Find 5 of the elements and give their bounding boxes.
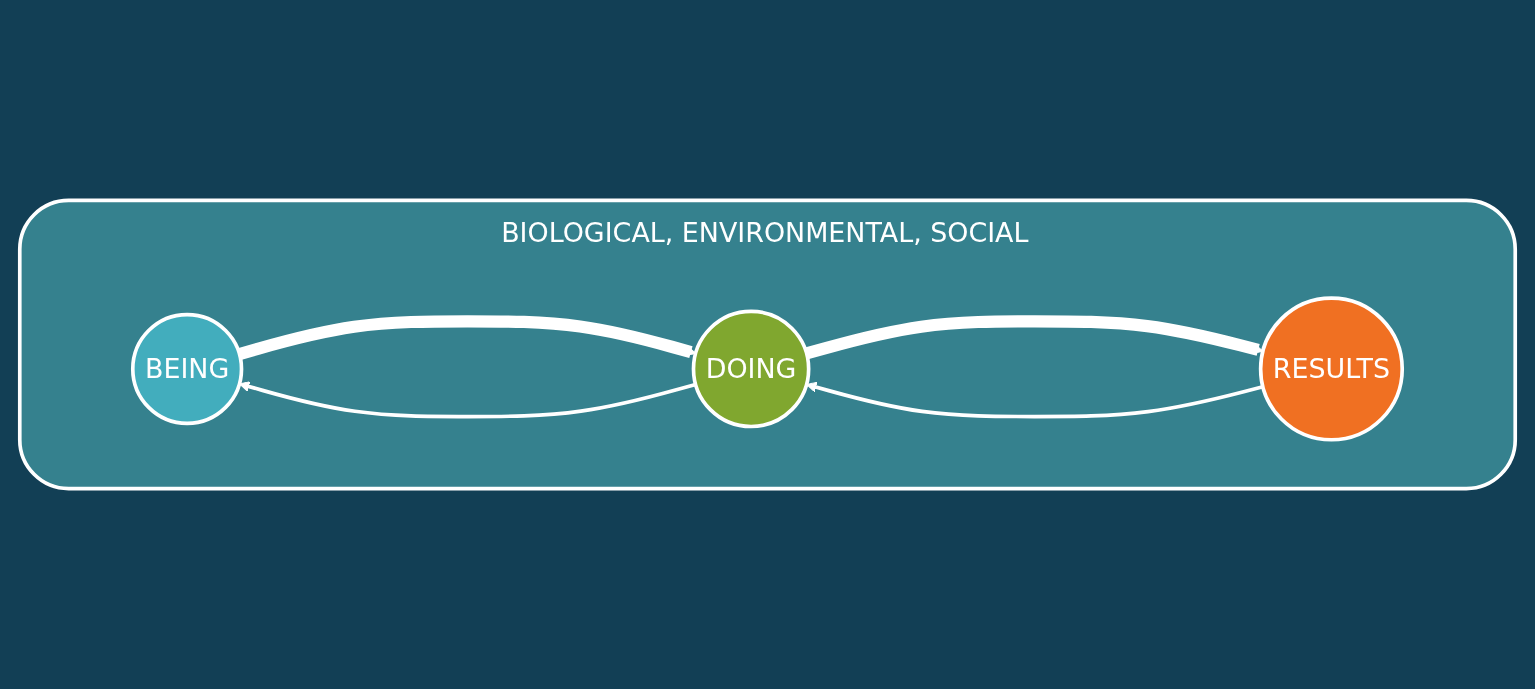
node-circle (1258, 296, 1405, 442)
arrow (237, 315, 697, 360)
node-circle (691, 309, 811, 429)
diagram: BIOLOGICAL, ENVIRONMENTAL, SOCIAL BEING DOING RESULTS (10, 7, 1525, 682)
node-circle (130, 312, 244, 426)
